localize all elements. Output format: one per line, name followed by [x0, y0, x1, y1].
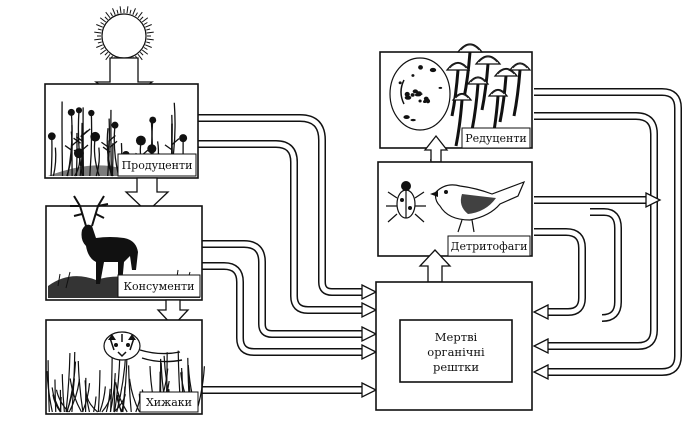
bird-and-beetle-icon: [386, 180, 526, 233]
predators-label: Хижаки: [146, 396, 192, 409]
dead-matter-line-2: органічні: [427, 345, 485, 359]
up-arrow-to-decomposers: [423, 134, 449, 163]
producers-to-consumers-arrow: [124, 177, 170, 213]
predators-node: Хижаки: [45, 319, 205, 415]
flow-arrowheads-right: [532, 191, 662, 381]
flow-arrowheads-left: [361, 283, 378, 399]
dead-organic-matter-node: Мертві органічні рештки: [375, 281, 533, 411]
consumers-to-predators-arrow: [156, 299, 190, 327]
detritivores-node: Детритофаги: [377, 161, 533, 257]
consumers-node: Консументи: [45, 195, 203, 301]
dead-matter-to-detritivores-arrow: [418, 249, 452, 283]
dead-matter-line-1: Мертві: [435, 330, 478, 344]
dead-matter-line-3: рештки: [433, 360, 479, 374]
mushrooms-icon: [389, 43, 532, 147]
sun-icon: [94, 6, 154, 66]
flow-pipes: [198, 88, 682, 394]
producers-label: Продуценти: [122, 159, 193, 172]
producers-node: Продуценти: [44, 83, 199, 179]
detritivores-label: Детритофаги: [451, 240, 528, 253]
consumers-label: Консументи: [124, 280, 195, 293]
decomposers-node: Редуценти: [379, 43, 533, 149]
decomposers-label: Редуценти: [465, 132, 527, 145]
